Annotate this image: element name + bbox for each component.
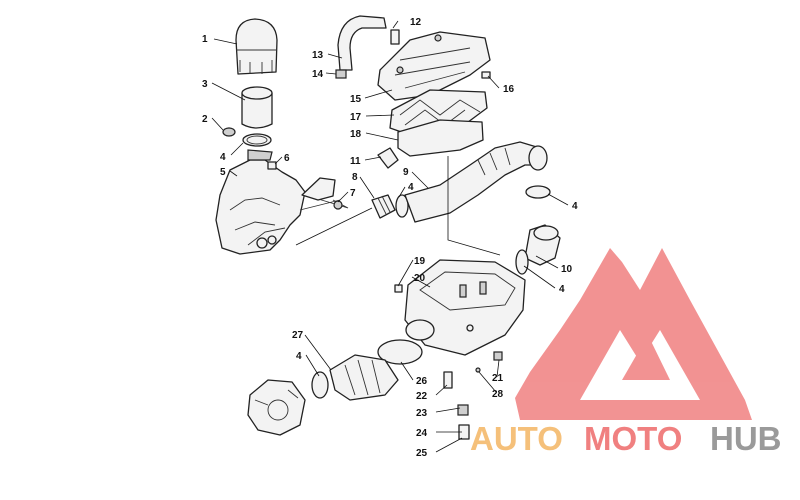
- hose-clamp: [311, 371, 329, 399]
- callout-10: 10: [561, 264, 573, 275]
- callout-27: 27: [292, 330, 304, 341]
- intake-hose: [404, 141, 548, 223]
- callout-7: 7: [350, 188, 356, 199]
- callout-9: 9: [403, 167, 409, 178]
- intake-duct-housing: [215, 149, 349, 255]
- watermark-text: AUTO MOTO HUB: [470, 420, 782, 457]
- watermark-word-hub: HUB: [710, 420, 782, 457]
- throttle-boot: [329, 354, 399, 401]
- airbox-body: [404, 259, 526, 356]
- elbow-connector: [524, 224, 561, 266]
- callout-4-boot: 4: [408, 182, 414, 193]
- filter-cover: [235, 18, 278, 75]
- callout-3: 3: [202, 79, 208, 90]
- rubber-boot: [371, 194, 396, 219]
- throttle-body: [247, 379, 306, 436]
- gasket: [377, 147, 399, 169]
- hose-clamp: [525, 185, 551, 199]
- watermark-triangle: [515, 248, 752, 420]
- mounting-bracket: [301, 177, 343, 210]
- callout-6: 6: [284, 153, 290, 164]
- watermark-logo: [515, 248, 752, 420]
- fastener: [493, 351, 503, 361]
- callout-4-hose-right: 4: [572, 201, 578, 212]
- screw: [394, 284, 403, 293]
- hose-clamp: [242, 133, 272, 147]
- callout-15: 15: [350, 94, 362, 105]
- callout-21: 21: [492, 373, 504, 384]
- watermark-word-auto: AUTO: [470, 420, 563, 457]
- hose-clamp: [515, 249, 529, 275]
- screw: [481, 71, 491, 79]
- airbox-lid: [377, 31, 491, 101]
- callout-28: 28: [492, 389, 504, 400]
- callout-23: 23: [416, 408, 428, 419]
- small-clamp: [267, 161, 277, 170]
- callout-8: 8: [352, 172, 358, 183]
- callout-2: 2: [202, 114, 208, 125]
- hose-clamp: [395, 194, 409, 218]
- filter-element: [241, 86, 273, 129]
- callout-4-elbow: 4: [559, 284, 565, 295]
- callout-20: 20: [414, 273, 426, 284]
- filter-frame: [397, 119, 484, 157]
- callout-14: 14: [312, 69, 324, 80]
- callout-24: 24: [416, 428, 428, 439]
- callout-labels: 1 3 2 4 6 5 7 8 4 9 11 12 13 14 15 16 17…: [202, 17, 578, 459]
- callout-11: 11: [350, 156, 361, 167]
- drain-plug: [443, 371, 470, 440]
- callout-1: 1: [202, 34, 208, 45]
- callout-26: 26: [416, 376, 428, 387]
- pin: [475, 367, 481, 373]
- callout-13: 13: [312, 50, 324, 61]
- callout-4-filter: 4: [220, 152, 226, 163]
- grommet: [222, 127, 236, 137]
- callout-18: 18: [350, 129, 362, 140]
- callout-17: 17: [350, 112, 362, 123]
- callout-19: 19: [414, 256, 426, 267]
- callout-4-throttle: 4: [296, 351, 302, 362]
- hose-clamp: [377, 339, 423, 365]
- callout-25: 25: [416, 448, 428, 459]
- breather-tube: [335, 15, 400, 79]
- callout-5: 5: [220, 167, 226, 178]
- callout-16: 16: [503, 84, 515, 95]
- watermark-word-moto: MOTO: [584, 420, 682, 457]
- callout-22: 22: [416, 391, 428, 402]
- callout-12: 12: [410, 17, 422, 28]
- leader-lines: [211, 20, 569, 453]
